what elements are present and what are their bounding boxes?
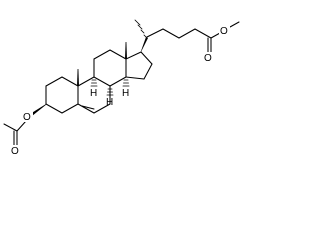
ring-oxygen-label: O xyxy=(23,112,31,123)
hash-h-c14 xyxy=(122,79,130,87)
chemical-structure: O O O O H H H xyxy=(3,19,240,157)
ring-d xyxy=(125,51,153,80)
h-c9-label: H xyxy=(90,88,97,99)
methyl-c13-wedge xyxy=(125,42,127,59)
acetate-group xyxy=(3,104,47,146)
ring-c xyxy=(93,49,127,87)
double-bond-c5-c6 xyxy=(81,105,95,110)
h-c14-label: H xyxy=(122,88,129,99)
ester-carbonyl-oxygen-label: O xyxy=(204,53,212,64)
side-chain xyxy=(134,19,240,53)
h-c8-label: H xyxy=(106,97,113,108)
hash-h-c8 xyxy=(106,88,114,96)
acetate-carbonyl-oxygen-label: O xyxy=(11,146,19,157)
ring-a xyxy=(45,76,79,114)
ester-oxygen-label: O xyxy=(220,26,228,37)
hash-h-c9 xyxy=(90,79,98,87)
methyl-c10-wedge xyxy=(77,69,79,86)
